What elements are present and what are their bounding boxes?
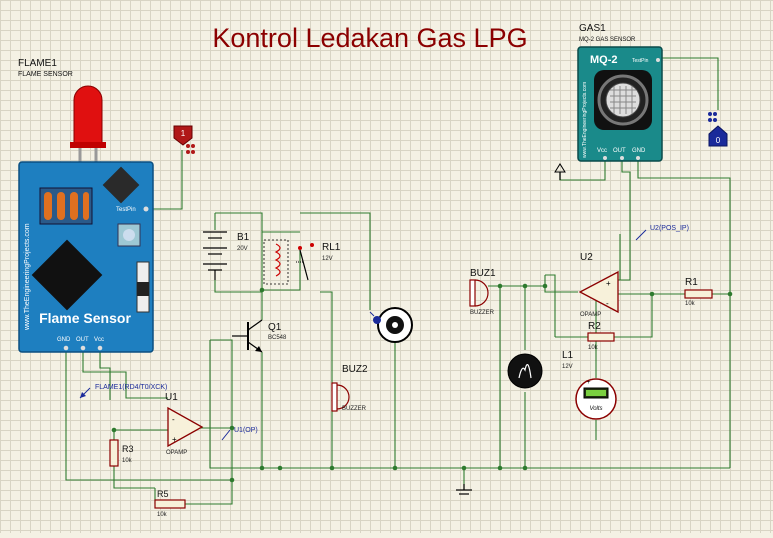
- u1-opamp[interactable]: - + U1 OPAMP: [165, 392, 204, 456]
- flame-ref: FLAME1: [18, 58, 57, 69]
- flame-name: FLAME SENSOR: [18, 71, 73, 78]
- gas-pin-out: OUT: [613, 148, 626, 154]
- mq2-board-label: MQ-2: [590, 54, 618, 66]
- b1-ref: B1: [237, 232, 250, 243]
- flame-probe-label: FLAME1(RD4/T0/XCK): [95, 384, 167, 391]
- r5-val: 10k: [157, 512, 168, 518]
- l1-val: 12V: [562, 364, 573, 370]
- q1-ref: Q1: [268, 322, 282, 333]
- r5-ref: R5: [157, 489, 169, 499]
- flame-testpin-label: TestPin: [116, 207, 136, 213]
- battery-b1[interactable]: B1 20V: [203, 231, 250, 280]
- buzzer-buz1[interactable]: BUZ1 BUZZER: [469, 268, 496, 316]
- resistor-r1[interactable]: R1 10k: [684, 277, 713, 307]
- buz2-ref: BUZ2: [342, 364, 368, 375]
- b1-val: 20V: [237, 246, 248, 252]
- relay-rl1[interactable]: RL1 12V: [263, 239, 341, 285]
- rl1-ref: RL1: [322, 242, 341, 253]
- voltmeter-unit: Volts: [589, 406, 602, 412]
- u2-probe-label: U2(POS_IP): [650, 225, 689, 232]
- gas-name: MQ-2 GAS SENSOR: [579, 37, 636, 43]
- voltmeter[interactable]: Volts +: [575, 378, 617, 420]
- flame-voltage-probe[interactable]: FLAME1(RD4/T0/XCK): [79, 384, 167, 399]
- gas-pin-gnd: GND: [632, 148, 646, 154]
- buzzer-buz2[interactable]: BUZ2 BUZZER: [331, 364, 368, 412]
- buz2-val: BUZZER: [342, 406, 367, 412]
- gas-logic-probe[interactable]: 0: [708, 112, 728, 147]
- gas-logic-state: 0: [716, 136, 721, 145]
- u2-opamp[interactable]: + - U2 OPAMP: [578, 252, 619, 318]
- svg-text:-: -: [172, 415, 175, 424]
- svg-text:+: +: [606, 279, 611, 288]
- r2-val: 10k: [588, 345, 599, 351]
- flame-chip-icon: [102, 166, 140, 204]
- l1-ref: L1: [562, 350, 574, 361]
- u2-val: OPAMP: [580, 312, 601, 318]
- gas-pin-vcc: Vcc: [597, 148, 607, 154]
- flame-logic-probe[interactable]: 1: [173, 125, 195, 154]
- flame-logic-state: 1: [181, 129, 186, 138]
- flame-sensor[interactable]: FLAME1 FLAME SENSOR w: [18, 58, 154, 353]
- resistor-r2[interactable]: R2 10k: [587, 321, 615, 351]
- u1-probe-label: U1(OP): [234, 427, 258, 434]
- r2-ref: R2: [588, 321, 601, 332]
- gas-ref: GAS1: [579, 23, 606, 34]
- q1-val: BC548: [268, 335, 287, 341]
- flame-trimmer: [39, 187, 93, 225]
- u2-probe[interactable]: U2(POS_IP): [635, 225, 689, 241]
- u2-ref: U2: [580, 252, 593, 263]
- flame-side-text: www.TheEngineeringProjects.com: [24, 223, 31, 331]
- gas-testpin-label: TestPin: [632, 58, 649, 64]
- ground-icon: [456, 484, 472, 495]
- power-terminal-icon: [554, 163, 566, 180]
- svg-text:+: +: [172, 435, 177, 444]
- r1-val: 10k: [685, 301, 696, 307]
- u1-val: OPAMP: [166, 450, 187, 456]
- flame-pin-out: OUT: [76, 337, 89, 343]
- r3-ref: R3: [122, 444, 134, 454]
- resistor-r5[interactable]: R5 10k: [154, 489, 186, 518]
- motor-icon[interactable]: [369, 307, 413, 343]
- r3-val: 10k: [122, 458, 133, 464]
- mq2-sensor-icon: [594, 70, 652, 130]
- flame-pin-vcc: Vcc: [94, 337, 104, 343]
- junctions: [111, 283, 733, 483]
- u1-ref: U1: [165, 392, 178, 403]
- lamp-l1[interactable]: L1 12V: [507, 350, 574, 389]
- buz1-ref: BUZ1: [470, 268, 496, 279]
- r1-ref: R1: [685, 277, 698, 288]
- page-title: Kontrol Ledakan Gas LPG: [212, 23, 527, 53]
- resistor-r3[interactable]: R3 10k: [109, 439, 134, 467]
- gas-side-text: www.TheEngineeringProjects.com: [582, 82, 588, 158]
- svg-text:-: -: [606, 299, 609, 308]
- u1-probe[interactable]: U1(OP): [221, 427, 258, 441]
- gas-sensor[interactable]: GAS1 MQ-2 GAS SENSOR MQ-2 TestPin www.Th…: [577, 23, 663, 162]
- flame-pin-gnd: GND: [57, 337, 71, 343]
- transistor-q1[interactable]: Q1 BC548: [232, 319, 287, 353]
- svg-text:+: +: [587, 380, 591, 386]
- rl1-val: 12V: [322, 256, 333, 262]
- buz1-val: BUZZER: [470, 310, 495, 316]
- flame-board-label: Flame Sensor: [39, 310, 131, 326]
